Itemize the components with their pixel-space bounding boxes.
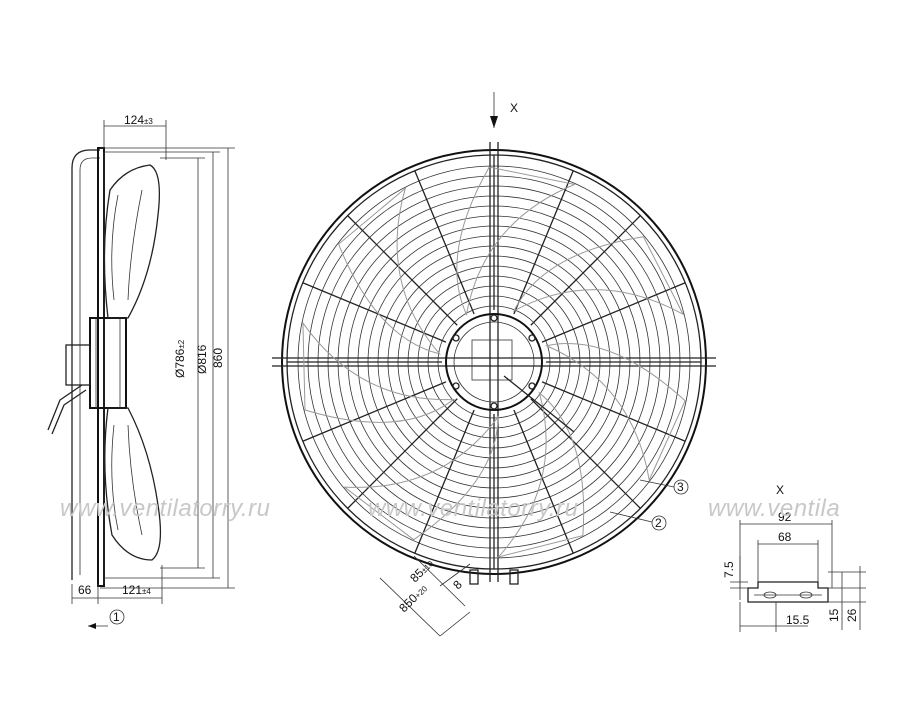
side-view bbox=[47, 120, 235, 629]
guard-spoke bbox=[347, 398, 458, 509]
view-x-arrow: X bbox=[490, 92, 518, 128]
fan-blade bbox=[342, 415, 499, 541]
fan-blade bbox=[456, 166, 577, 317]
guard-spoke bbox=[302, 381, 447, 442]
detail-x bbox=[730, 520, 866, 632]
callout-3: 3 bbox=[639, 479, 689, 495]
front-dimensions bbox=[379, 555, 471, 637]
guard-spoke bbox=[541, 381, 686, 442]
watermark-3: www.ventila bbox=[708, 495, 840, 522]
mounting-foot bbox=[509, 569, 519, 585]
hub-bolt bbox=[528, 334, 536, 342]
guard-spoke bbox=[530, 215, 641, 326]
svg-text:2: 2 bbox=[655, 516, 662, 530]
guard-spoke bbox=[513, 170, 574, 315]
svg-text:X: X bbox=[510, 101, 518, 115]
guard-spoke bbox=[302, 282, 447, 343]
mounting-foot bbox=[469, 569, 479, 585]
dim-26: 26 bbox=[845, 608, 859, 622]
dim-diam-786: Ø786±2 bbox=[173, 339, 187, 378]
front-view bbox=[272, 142, 716, 585]
hub-bolt bbox=[528, 382, 536, 390]
dim-92: 92 bbox=[778, 510, 792, 524]
dim-121: 121±4 bbox=[122, 583, 151, 597]
hub-label-plate bbox=[471, 339, 513, 381]
guard-spoke bbox=[347, 215, 458, 326]
motor-hub-inner bbox=[453, 321, 535, 403]
motor-hub bbox=[445, 313, 543, 411]
hub-bolt bbox=[490, 402, 498, 410]
callout-2: 2 bbox=[609, 511, 667, 531]
svg-text:3: 3 bbox=[677, 480, 684, 494]
dim-8: 8 bbox=[450, 577, 465, 592]
cable-lead bbox=[503, 375, 575, 433]
dim-68: 68 bbox=[778, 530, 792, 544]
watermark-2: www.ventilatorry.ru bbox=[368, 495, 578, 522]
watermark-1: www.ventilatorry.ru bbox=[60, 495, 270, 522]
dim-15-5: 15.5 bbox=[786, 613, 810, 627]
dim-diam-816: Ø816 bbox=[195, 344, 209, 374]
hub-bolt bbox=[452, 382, 460, 390]
guard-spoke bbox=[414, 170, 475, 315]
guard-spoke bbox=[414, 409, 475, 554]
callout-1: 1 bbox=[109, 609, 125, 625]
fan-blade bbox=[338, 186, 442, 355]
guard-spoke bbox=[541, 282, 686, 343]
guard-outer-ring bbox=[281, 149, 707, 575]
fan-blade bbox=[544, 343, 686, 482]
dim-860: 860 bbox=[211, 348, 225, 368]
fan-blade bbox=[512, 236, 685, 316]
guard-spoke bbox=[530, 398, 641, 509]
svg-text:1: 1 bbox=[113, 610, 120, 624]
hub-bolt bbox=[490, 314, 498, 322]
dim-7-5: 7.5 bbox=[722, 561, 736, 578]
dim-15: 15 bbox=[827, 608, 841, 622]
detail-x-title: X bbox=[776, 483, 784, 497]
dim-124: 124±3 bbox=[124, 113, 153, 127]
guard-spoke bbox=[513, 409, 574, 554]
fan-blade bbox=[497, 391, 585, 558]
hub-bolt bbox=[452, 334, 460, 342]
dim-66: 66 bbox=[78, 583, 92, 597]
fan-blade bbox=[302, 321, 456, 423]
